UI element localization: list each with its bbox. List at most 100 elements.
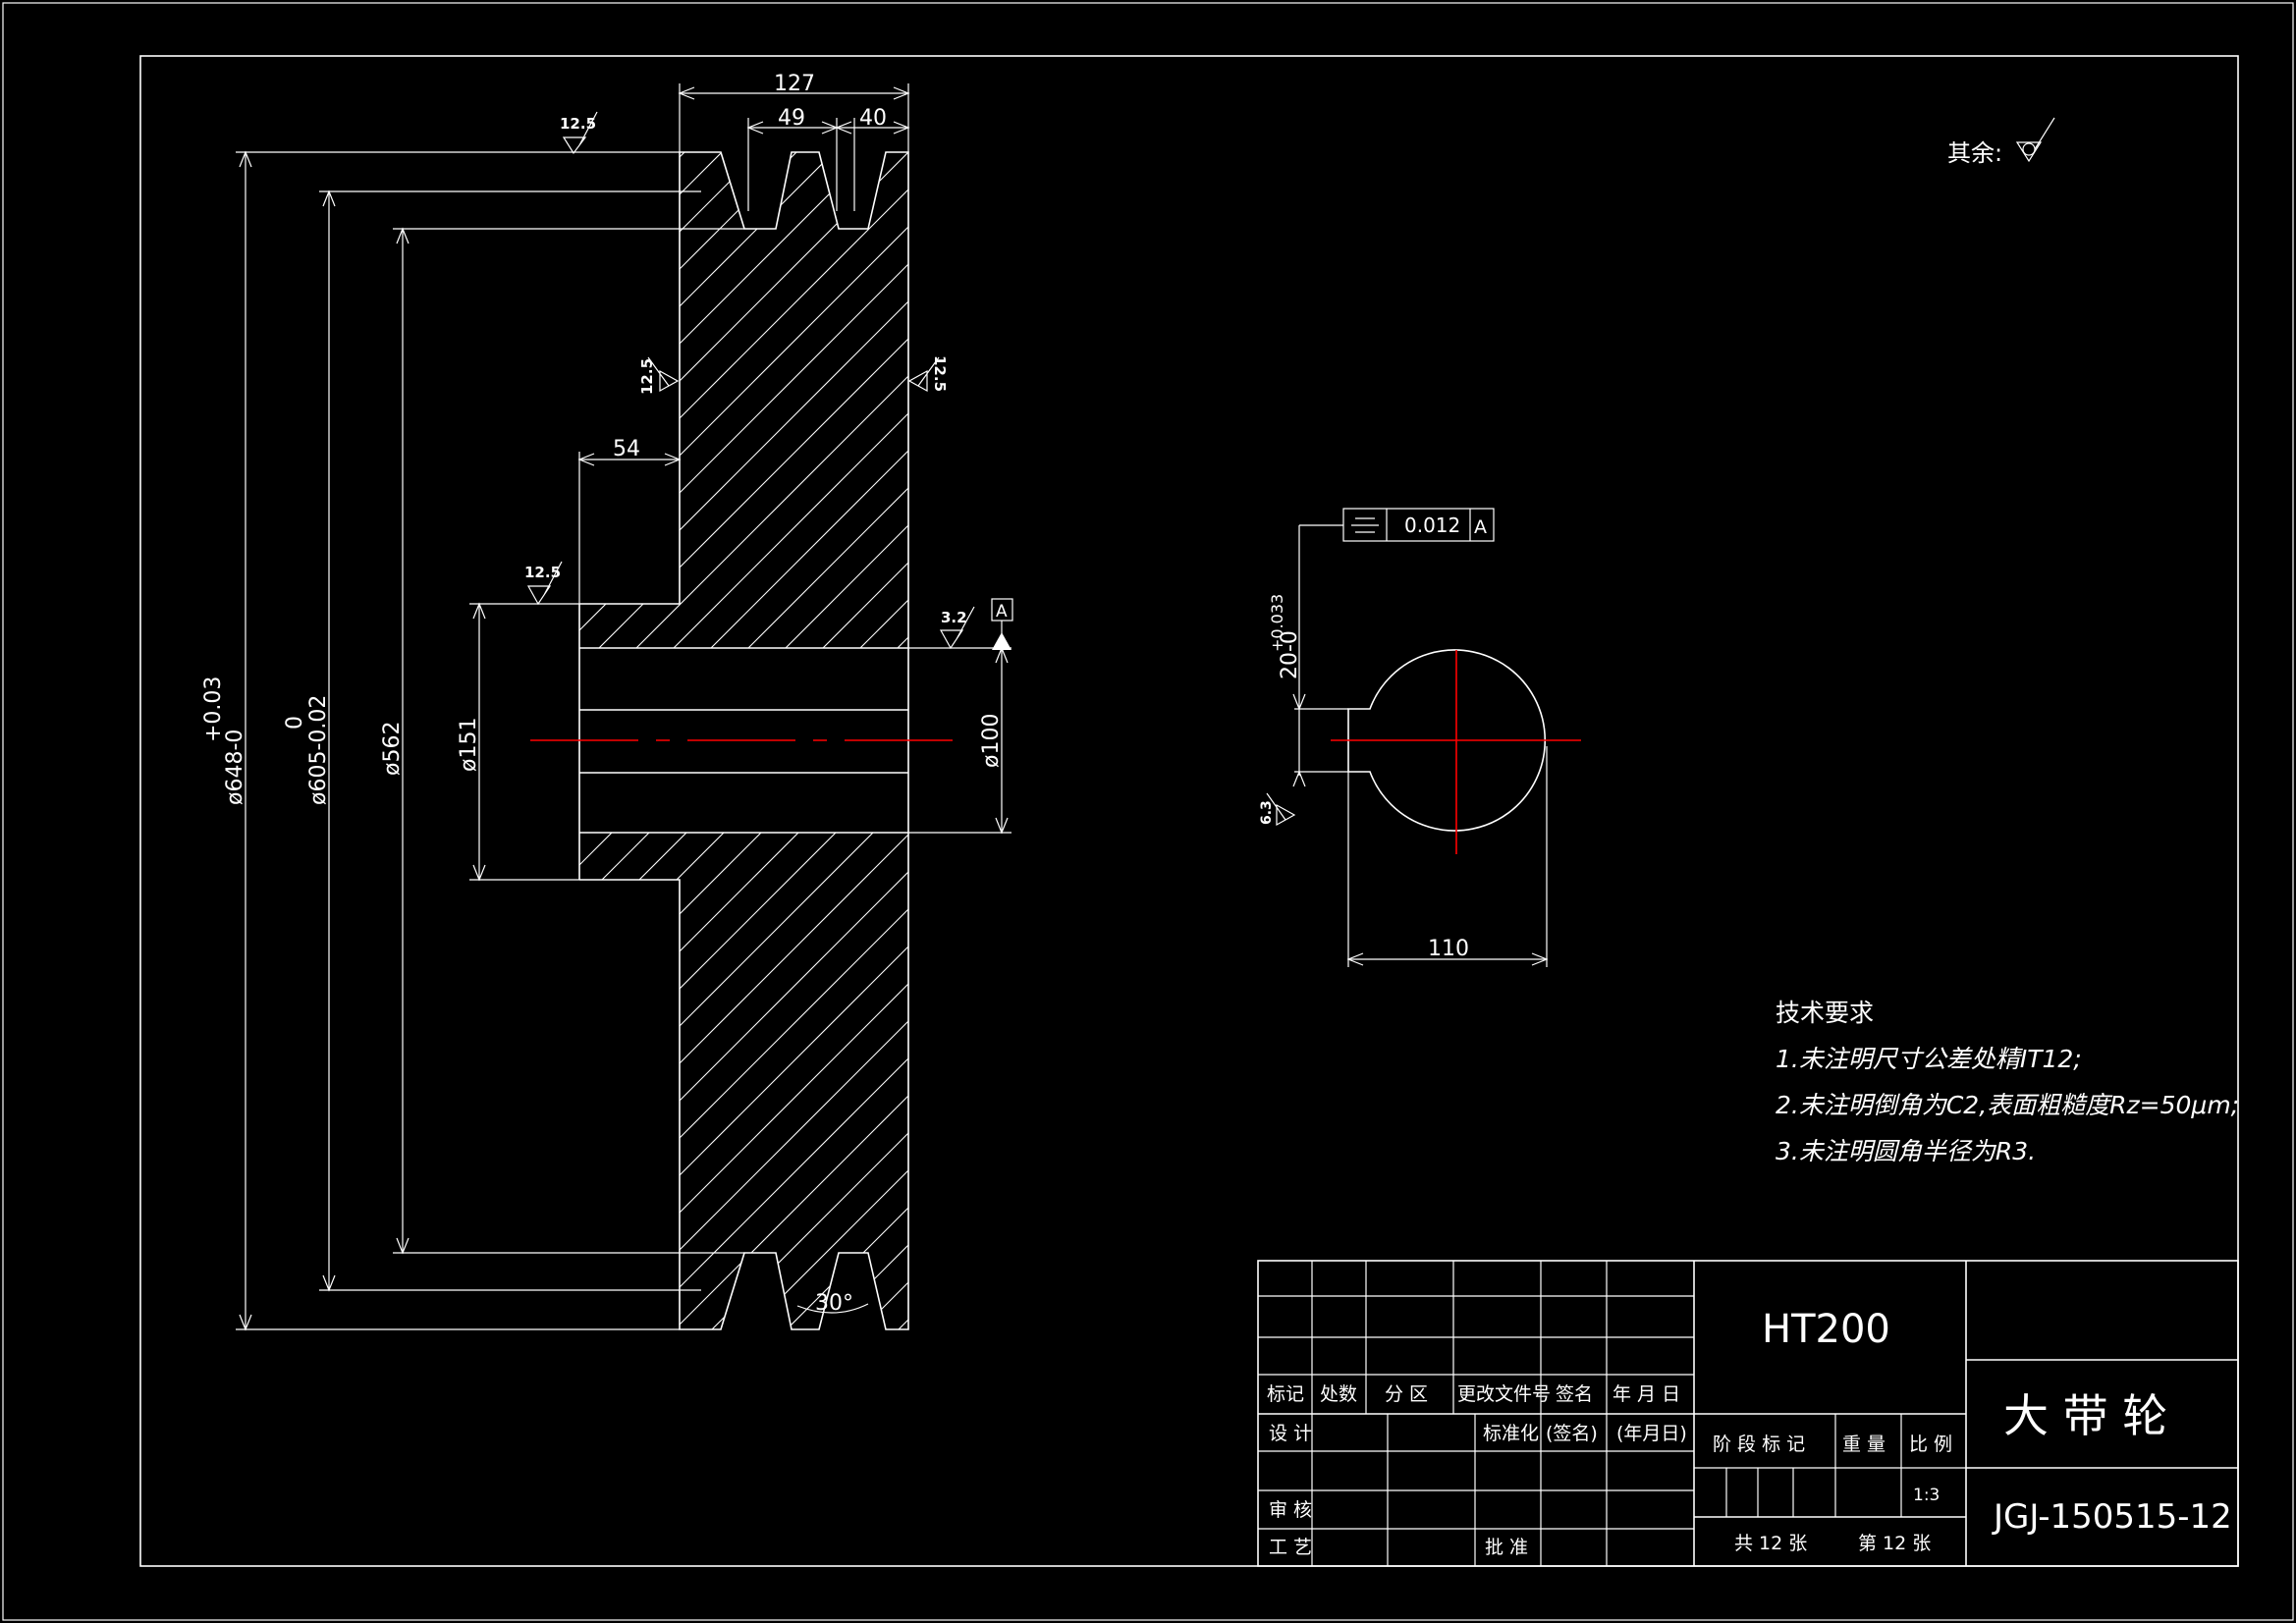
hatch-line [967,828,1475,1335]
hatch-line [705,152,908,648]
tb-approve: 批 准 [1485,1537,1528,1558]
hatch-line [579,833,692,1329]
hatch-line [72,147,577,653]
hatch-line [579,152,765,648]
groove-angle-arc [796,1303,869,1314]
hatch-line [1452,147,1958,653]
hatch-line [579,152,653,648]
tb-weight: 重 量 [1842,1434,1886,1455]
dim-648-label: ø648-0 [223,730,247,805]
dim-151-label: ø151 [457,718,481,772]
hatch-line [0,147,279,653]
svg-text:12.5: 12.5 [524,564,561,581]
hatch-line [593,152,908,648]
section-hatching-lower [0,828,1960,1335]
roughness-symbol-left-face: 12.5 [638,356,680,395]
svg-text:3.2: 3.2 [941,609,967,626]
tb-date-sub: (年月日) [1616,1423,1687,1444]
hatch-line [579,833,767,1329]
hatch-line [705,833,908,1329]
drawing-frame [139,55,2239,1567]
hatch-line [1005,147,1510,653]
roughness-symbol-hub: 12.5 [524,561,563,606]
hatch-line [1490,147,1995,653]
hatch-line [0,147,167,653]
hatch-line [1042,828,1550,1335]
tb-standardize: 标准化 [1483,1423,1539,1444]
tb-change-doc: 更改文件号 [1457,1383,1551,1405]
symmetry-tolerance-datum: A [1474,516,1487,538]
title-block: 标记 处数 分 区 更改文件号 签名 年 月 日 设 计 标准化 (签名) (年… [1257,1260,2239,1567]
pulley-upper-outline [579,151,909,648]
dim-54-label: 54 [613,437,640,461]
hatch-line [0,828,467,1335]
note-3: 3.未注明圆角半径为R3. [1776,1137,2036,1165]
dim-605-label: ø605-0.02 [306,695,331,805]
tb-part-name: 大 带 轮 [2003,1389,2167,1442]
dim-648-tol: +0.03 [201,676,226,742]
roughness-icon [2015,117,2055,163]
hatch-line [579,833,580,1329]
hatch-line [0,147,316,653]
pulley-section-view: ø648-0 +0.03 ø605-0.02 0 ø562 ø151 ø100 … [0,72,1995,1335]
dim-127-label: 127 [774,72,815,96]
hatch-line [854,152,908,648]
rest-roughness-note: 其余: [1947,117,2055,167]
roughness-symbol-keyway: 6.3 [1259,792,1296,827]
hatch-line [34,828,542,1335]
hatch-line [579,152,840,648]
note-1: 1.未注明尺寸公差处精IT12; [1776,1045,2082,1073]
hatch-line [892,152,908,648]
hatch-line [579,833,618,1329]
hatch-line [967,147,1473,653]
hatch-line [1042,147,1548,653]
hatch-line [780,833,908,1329]
hatch-line [579,152,877,648]
tb-zone: 分 区 [1385,1383,1428,1405]
note-2: 2.未注明倒角为C2,表面粗糙度Rz=50μm; [1776,1091,2239,1119]
hatch-line [930,828,1438,1335]
tb-sign: 签名 [1556,1383,1593,1405]
hatch-line [579,833,804,1329]
hatch-line [1452,828,1960,1335]
hatch-line [1266,147,1772,653]
hatch-line [579,152,802,648]
groove-angle-label: 30° [815,1291,853,1316]
hatch-line [1154,828,1662,1335]
hatch-line [579,152,728,648]
hatch-line [668,152,908,648]
hatch-line [930,147,1436,653]
hatch-line [854,833,908,1329]
symmetry-tolerance-value: 0.012 [1404,514,1460,537]
tb-sheet-no: 第 12 张 [1858,1533,1931,1554]
hatch-line [579,833,908,1329]
hatch-line [668,833,908,1329]
hatch-line [579,152,690,648]
section-hatching-upper [0,147,1995,653]
hatch-line [579,833,908,1329]
datum-a-marker: A [991,598,1013,650]
tb-scale-label: 比 例 [1909,1434,1952,1455]
svg-text:A: A [996,602,1008,622]
hatch-line [0,147,465,653]
hatch-line [1229,147,1734,653]
tb-sheets-total: 共 12 张 [1734,1533,1807,1554]
hatch-line [0,147,503,653]
svg-text:6.3: 6.3 [1259,800,1275,825]
hatch-line [630,152,908,648]
hatch-line [0,147,242,653]
hatch-line [817,833,908,1329]
svg-text:12.5: 12.5 [931,355,949,392]
tb-stage-mark: 阶 段 标 记 [1713,1434,1805,1455]
tb-mark: 标记 [1267,1383,1304,1405]
hatch-line [1229,828,1736,1335]
hatch-line [1378,147,1884,653]
bore-profile-with-keyway [1347,649,1546,832]
hatch-line [579,152,908,648]
hatch-line [1340,147,1846,653]
hatch-line [0,828,505,1335]
tb-date: 年 月 日 [1613,1383,1680,1405]
hatch-line [1415,147,1921,653]
hatch-line [1154,147,1660,653]
tb-material: HT200 [1762,1307,1890,1352]
